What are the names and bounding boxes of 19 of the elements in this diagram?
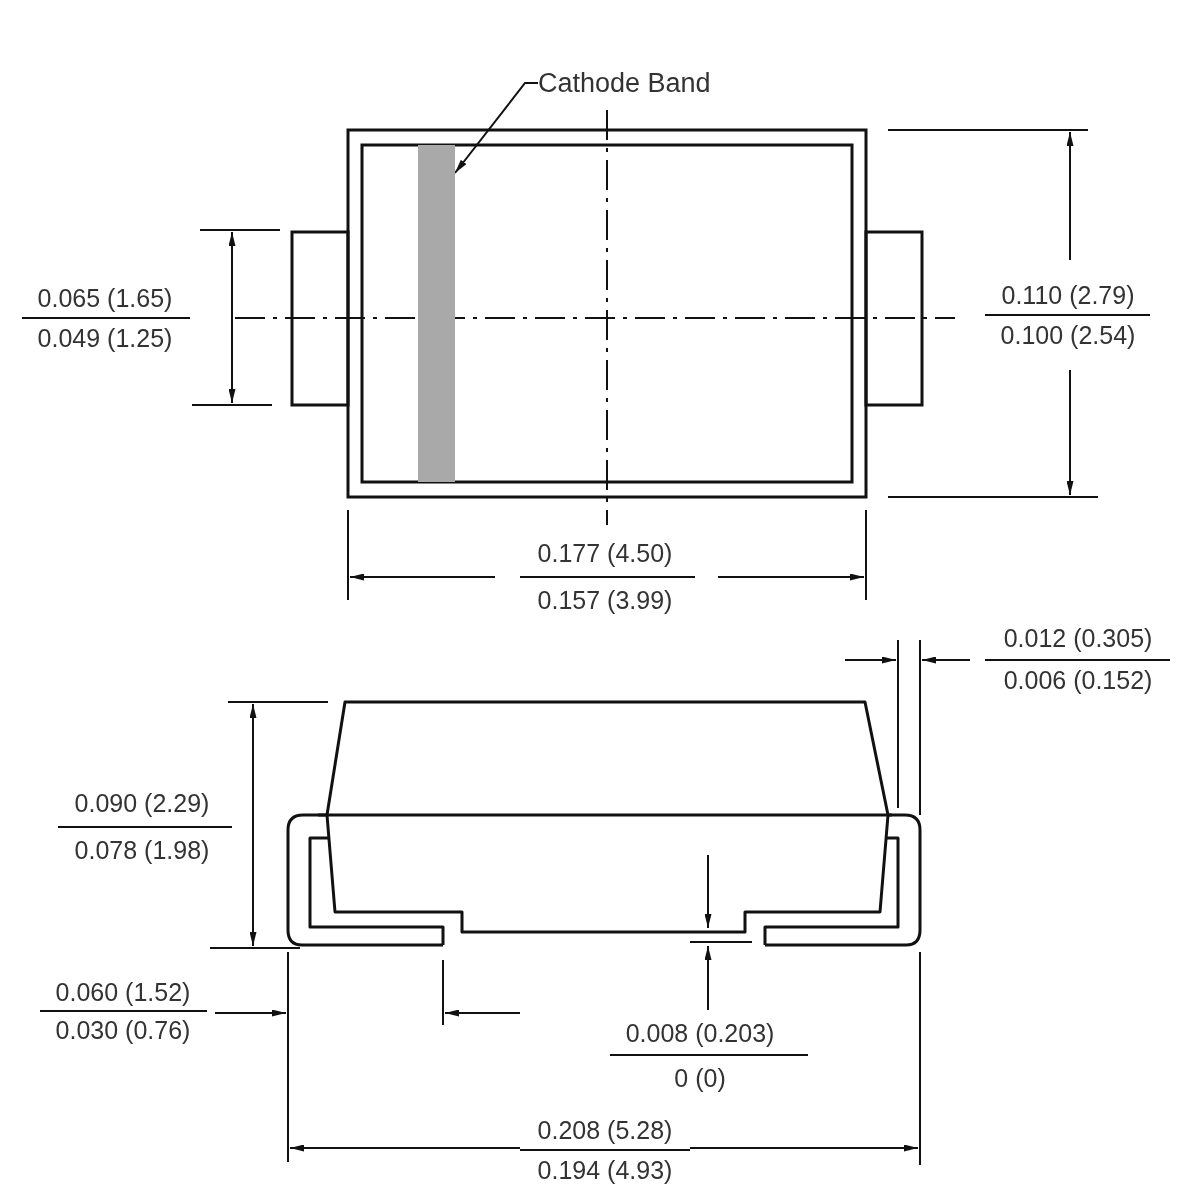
dimension-value: 0 (0): [673, 1063, 727, 1093]
dimension-value: 0.030 (0.76): [54, 1015, 192, 1045]
dimension-value: 0.006 (0.152): [1002, 665, 1154, 695]
dimension-value: 0.177 (4.50): [536, 538, 674, 568]
dimension-value: 0.012 (0.305): [1002, 623, 1154, 653]
dimension-value: 0.194 (4.93): [536, 1155, 674, 1185]
callout-label: Cathode Band: [538, 66, 753, 100]
dimension-value: 0.208 (5.28): [536, 1115, 674, 1145]
cathode-band: [418, 145, 455, 482]
dimension-value: 0.157 (3.99): [536, 585, 674, 615]
dimension-value: 0.065 (1.65): [36, 283, 174, 313]
dimension-value: 0.049 (1.25): [36, 323, 174, 353]
dimension-value: 0.060 (1.52): [54, 977, 192, 1007]
dimension-value: 0.090 (2.29): [73, 788, 211, 818]
dimension-value: 0.008 (0.203): [624, 1018, 776, 1048]
leader-line: [454, 82, 539, 174]
dimension-value: 0.110 (2.79): [1000, 280, 1136, 310]
dimension-value: 0.100 (2.54): [999, 320, 1137, 350]
dimension-value: 0.078 (1.98): [73, 835, 211, 865]
